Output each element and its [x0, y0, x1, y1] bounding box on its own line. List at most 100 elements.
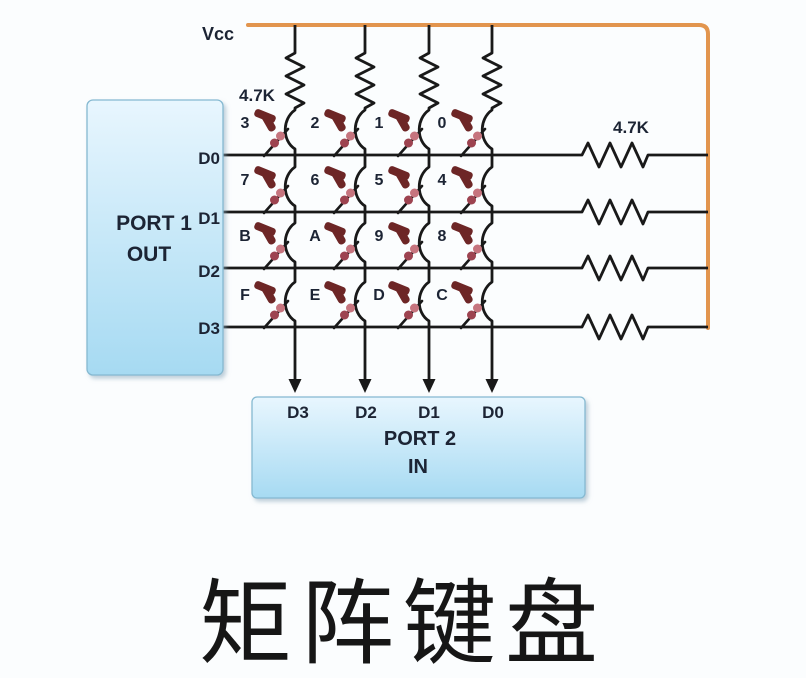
- keycap-stem: [395, 226, 410, 245]
- key-switch-0: 0: [438, 109, 487, 158]
- key-switch-B: B: [239, 222, 290, 271]
- switch-bead-light: [276, 244, 285, 254]
- vcc-label: Vcc: [202, 24, 234, 44]
- column-wires-with-top-pullups: [283, 25, 503, 380]
- switch-bead-light: [410, 188, 419, 198]
- port1-box: [86, 99, 224, 376]
- keycap-stem: [458, 113, 473, 132]
- key-switch-7: 7: [241, 166, 290, 215]
- arrowhead-column-2: [422, 379, 436, 393]
- key-switch-3: 3: [241, 109, 290, 158]
- key-switch-8: 8: [438, 222, 487, 271]
- switch-bead-light: [346, 303, 355, 313]
- arrowhead-column-3: [485, 379, 499, 393]
- switch-bead-dark: [340, 310, 349, 320]
- arrowhead-column-0: [288, 379, 302, 393]
- port2-name: PORT 2: [384, 428, 456, 450]
- column-wire-0: [283, 25, 306, 380]
- row-wire-d3: [223, 313, 708, 341]
- switch-bead-dark: [270, 138, 279, 148]
- keycap-icon: [254, 281, 276, 304]
- diagram-title: 矩阵键盘: [199, 572, 607, 676]
- column-arrowheads: [288, 379, 499, 393]
- port1-pin-d1: D1: [198, 209, 220, 228]
- row-wire-d1: [223, 198, 708, 226]
- keycap-icon: [324, 109, 346, 132]
- switch-bead-light: [276, 188, 285, 198]
- port2-mode: IN: [408, 456, 428, 478]
- column-wire-1: [353, 25, 376, 380]
- keycap-stem: [395, 113, 410, 132]
- switch-bead-dark: [467, 195, 476, 205]
- keycap-icon: [254, 109, 276, 132]
- port1-mode: OUT: [127, 243, 172, 266]
- key-label-E: E: [310, 287, 321, 304]
- switch-bead-dark: [340, 138, 349, 148]
- row-wire-d0: [223, 141, 708, 169]
- keycap-icon: [451, 109, 473, 132]
- switch-bead-light: [410, 244, 419, 254]
- keycap-stem: [395, 285, 410, 304]
- switch-bead-dark: [340, 195, 349, 205]
- row-wire-d2: [223, 254, 708, 282]
- keycap-icon: [254, 166, 276, 189]
- key-switch-1: 1: [375, 109, 424, 158]
- key-label-A: A: [309, 228, 321, 245]
- switch-bead-dark: [404, 138, 413, 148]
- keycap-icon: [324, 166, 346, 189]
- keycap-icon: [388, 166, 410, 189]
- key-switch-E: E: [310, 281, 360, 330]
- switch-bead-light: [410, 303, 419, 313]
- column-wire-2: [417, 25, 440, 380]
- port2-box: [251, 396, 586, 499]
- keycap-stem: [261, 285, 276, 304]
- switch-bead-dark: [270, 310, 279, 320]
- switch-bead-light: [346, 131, 355, 141]
- key-label-D: D: [373, 287, 385, 304]
- key-label-9: 9: [375, 228, 384, 245]
- port2-pin-d1: D1: [418, 403, 440, 422]
- key-switch-2: 2: [311, 109, 360, 158]
- key-switch-C: C: [436, 281, 487, 330]
- switch-bead-dark: [404, 251, 413, 261]
- vcc-rail-wire: [246, 23, 710, 330]
- port1-pin-d2: D2: [198, 262, 220, 281]
- switch-bead-light: [473, 188, 482, 198]
- key-label-B: B: [239, 228, 251, 245]
- key-label-3: 3: [241, 115, 250, 132]
- key-switch-F: F: [240, 281, 290, 330]
- key-label-6: 6: [311, 172, 320, 189]
- keycap-icon: [388, 222, 410, 245]
- keycap-stem: [261, 226, 276, 245]
- keycap-stem: [261, 170, 276, 189]
- port1-pin-d0: D0: [198, 149, 220, 168]
- switch-bead-light: [346, 244, 355, 254]
- key-switch-4: 4: [438, 166, 487, 215]
- arrowhead-column-1: [358, 379, 372, 393]
- keycap-stem: [458, 170, 473, 189]
- keycap-icon: [451, 281, 473, 304]
- keycap-icon: [324, 222, 346, 245]
- keycap-stem: [261, 113, 276, 132]
- key-label-7: 7: [241, 172, 250, 189]
- key-label-4: 4: [438, 172, 447, 189]
- port1-pin-d3: D3: [198, 319, 220, 338]
- switch-bead-light: [276, 303, 285, 313]
- keycap-icon: [388, 109, 410, 132]
- key-switch-9: 9: [375, 222, 424, 271]
- switch-bead-dark: [404, 310, 413, 320]
- switch-bead-light: [473, 131, 482, 141]
- keycap-icon: [388, 281, 410, 304]
- switch-bead-light: [276, 131, 285, 141]
- vcc-rail: [246, 23, 710, 330]
- keycap-stem: [458, 285, 473, 304]
- switch-bead-dark: [467, 310, 476, 320]
- switch-bead-dark: [340, 251, 349, 261]
- key-switch-5: 5: [375, 166, 424, 215]
- switch-bead-light: [473, 244, 482, 254]
- pullup-right-label: 4.7K: [613, 118, 650, 137]
- keycap-icon: [324, 281, 346, 304]
